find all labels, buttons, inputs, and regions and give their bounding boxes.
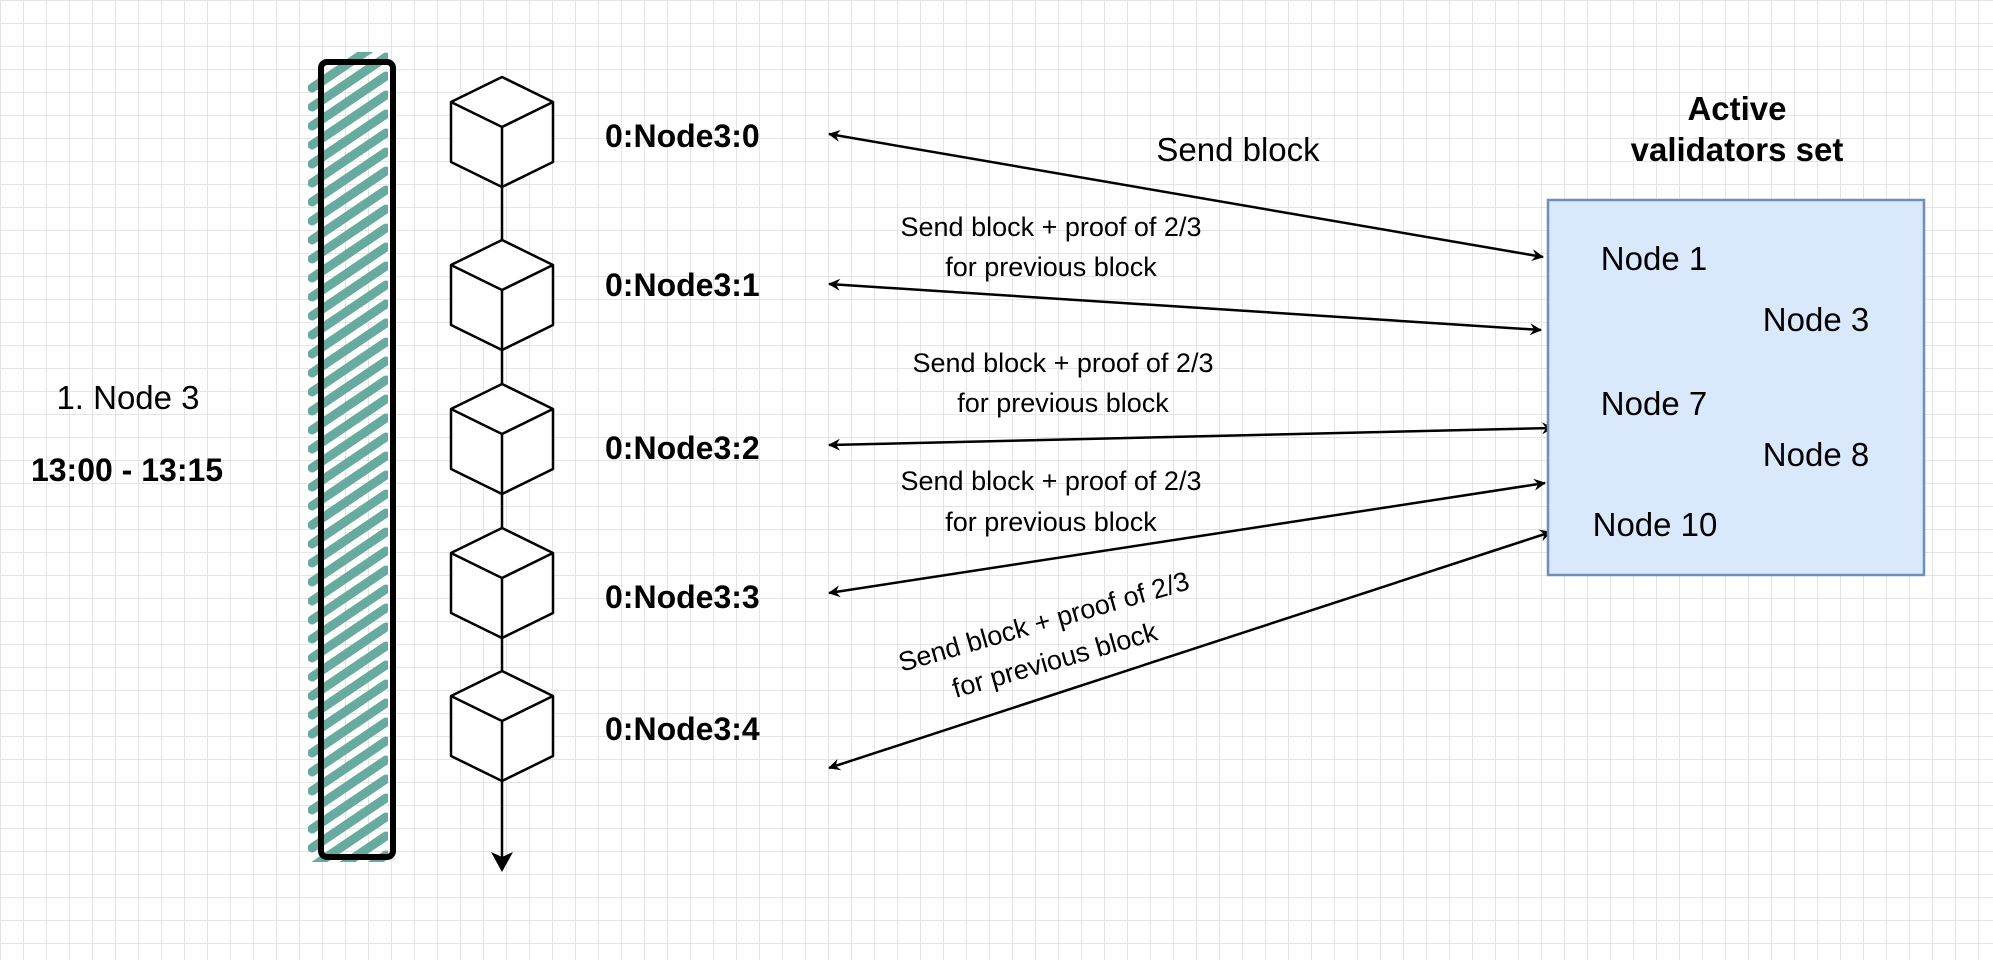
chain-end-arrowhead: [491, 852, 513, 872]
hatch-stroke: [308, 470, 388, 530]
message-1-label-line1: Send block + proof of 2/3: [901, 212, 1202, 242]
block-label-3: 0:Node3:3: [605, 579, 760, 615]
slot-time-range: 13:00 - 13:15: [31, 452, 223, 488]
validator-node-7: Node 7: [1601, 385, 1707, 422]
validator-node-3: Node 3: [1763, 301, 1869, 338]
cube-edges: [450, 100, 554, 187]
message-arrows: [828, 129, 1554, 771]
hatch-stroke: [308, 413, 388, 473]
hatch-stroke: [308, 489, 388, 549]
block-label-4: 0:Node3:4: [605, 711, 760, 747]
hatch-stroke: [308, 660, 388, 720]
validator-node-8: Node 8: [1763, 436, 1869, 473]
hatch-stroke: [308, 755, 388, 815]
hatch-stroke: [308, 261, 388, 321]
message-0-label: Send block: [1156, 131, 1320, 168]
hatch-stroke: [308, 128, 388, 188]
hatch-stroke: [308, 280, 388, 340]
cube-edges: [450, 551, 554, 638]
hatch-stroke: [308, 109, 388, 169]
time-slot-bar-outline: [318, 59, 396, 860]
block-cube-4: [449, 669, 555, 783]
cube-edges: [450, 407, 554, 494]
hatch-stroke: [308, 584, 388, 644]
validators-box: [1546, 198, 1926, 577]
hatch-stroke: [308, 394, 388, 454]
hatch-stroke: [308, 299, 388, 359]
hatch-stroke: [308, 774, 388, 834]
arrow-block-0: [828, 129, 1544, 262]
arrow-block-2: [828, 422, 1554, 451]
hatch-stroke: [308, 242, 388, 302]
hatch-stroke: [308, 204, 388, 264]
hatch-stroke: [308, 185, 388, 245]
hatch-stroke: [308, 508, 388, 568]
hatch-stroke: [308, 527, 388, 587]
block-labels: 0:Node3:0 0:Node3:1 0:Node3:2 0:Node3:3 …: [605, 118, 760, 747]
validators-set: Active validators set Node 1 Node 3 Node…: [1546, 90, 1926, 577]
hatch-stroke: [308, 166, 388, 226]
validator-node-1: Node 1: [1601, 240, 1707, 277]
hatch-stroke: [308, 318, 388, 378]
block-cube-1: [449, 238, 555, 352]
hatch-stroke: [308, 717, 388, 777]
cube-edges: [450, 694, 554, 781]
hatch-stroke: [312, 874, 386, 924]
hatch-stroke: [308, 223, 388, 283]
message-3-label-line2: for previous block: [945, 507, 1157, 537]
hatch-stroke: [339, 831, 388, 862]
hatch-stroke: [308, 52, 388, 112]
hatch-stroke: [308, 546, 388, 606]
cube-edges: [450, 263, 554, 350]
block-label-2: 0:Node3:2: [605, 430, 760, 466]
hatch-stroke: [308, 698, 388, 758]
time-slot-bar: [308, 52, 396, 924]
message-2-label-line2: for previous block: [957, 388, 1169, 418]
hatch-stroke: [308, 337, 388, 397]
hatch-stroke: [308, 356, 388, 416]
block-label-1: 0:Node3:1: [605, 267, 760, 303]
validator-node-10: Node 10: [1593, 506, 1718, 543]
hatch-stroke: [308, 90, 388, 150]
hatch-stroke: [308, 147, 388, 207]
validators-title-line2: validators set: [1631, 131, 1844, 168]
validators-title-line1: Active: [1687, 90, 1786, 127]
hatch-stroke: [367, 850, 388, 862]
message-2-label-line1: Send block + proof of 2/3: [913, 348, 1214, 378]
block-cube-3: [449, 526, 555, 640]
block-label-0: 0:Node3:0: [605, 118, 760, 154]
block-cube-0: [449, 75, 555, 189]
hatch-stroke: [308, 641, 388, 701]
hatch-stroke: [308, 679, 388, 739]
message-3-label-line1: Send block + proof of 2/3: [901, 466, 1202, 496]
hatch-stroke: [308, 432, 388, 492]
hatch-stroke: [308, 451, 388, 511]
arrow-block-1: [828, 278, 1542, 336]
hatch-stroke: [308, 793, 388, 853]
hatch-stroke: [308, 565, 388, 625]
message-1-label-line2: for previous block: [945, 252, 1157, 282]
block-cube-2: [449, 382, 555, 496]
hatch-stroke: [308, 622, 388, 682]
hatch-stroke: [308, 603, 388, 663]
hatch-stroke: [308, 736, 388, 796]
hatch-stroke: [308, 71, 388, 131]
block-chain: [449, 75, 555, 872]
hatch-stroke: [308, 375, 388, 435]
message-4-label: Send block + proof of 2/3 for previous b…: [895, 566, 1193, 704]
slot-node-label: 1. Node 3: [56, 379, 199, 416]
arrow-block-4: [828, 529, 1552, 771]
time-slot-hatching: [308, 52, 388, 924]
